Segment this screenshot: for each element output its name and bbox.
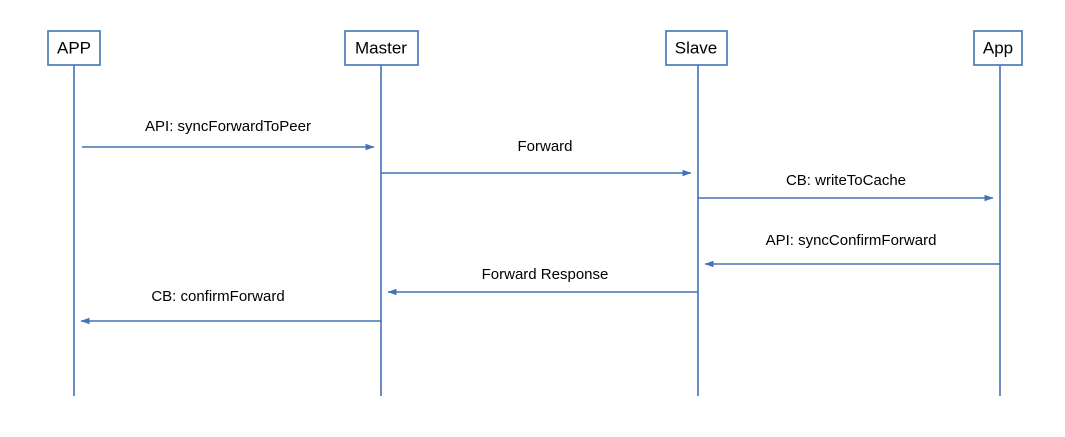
lifeline-box-slave[interactable]	[665, 30, 728, 66]
lifeline-label-slave: Slave	[675, 38, 718, 57]
message-label-api-syncconfirmforward: API: syncConfirmForward	[766, 232, 937, 249]
lifeline-label-master: Master	[355, 38, 407, 57]
lifeline-label-app-left: APP	[57, 38, 91, 57]
lifeline-box-app-right[interactable]	[973, 30, 1023, 66]
lifeline-app-left[interactable]: APP	[47, 30, 101, 396]
message-forward[interactable]: Forward	[381, 138, 692, 177]
message-label-cb-writetocache: CB: writeToCache	[786, 172, 906, 189]
message-label-forward: Forward	[517, 138, 572, 155]
lifeline-box-app-left[interactable]	[47, 30, 101, 66]
message-cb-writetocache[interactable]: CB: writeToCache	[698, 172, 994, 202]
lifeline-master[interactable]: Master	[344, 30, 419, 396]
lifeline-label-app-right: App	[983, 38, 1013, 57]
lifeline-slave[interactable]: Slave	[665, 30, 728, 396]
message-label-forward-response: Forward Response	[482, 266, 609, 283]
message-api-syncconfirmforward[interactable]: API: syncConfirmForward	[704, 232, 1000, 268]
lifeline-app-right[interactable]: App	[973, 30, 1023, 396]
lifelines-group: APP Master Slave App	[47, 30, 1023, 396]
message-cb-confirmforward[interactable]: CB: confirmForward	[80, 288, 381, 325]
message-label-cb-confirmforward: CB: confirmForward	[151, 288, 284, 305]
message-api-syncforwardtopeer[interactable]: API: syncForwardToPeer	[82, 118, 375, 151]
message-label-api-syncforwardtopeer: API: syncForwardToPeer	[145, 118, 311, 135]
lifeline-box-master[interactable]	[344, 30, 419, 66]
messages-group: API: syncForwardToPeer Forward CB: write…	[80, 118, 1000, 325]
message-forward-response[interactable]: Forward Response	[387, 266, 698, 296]
